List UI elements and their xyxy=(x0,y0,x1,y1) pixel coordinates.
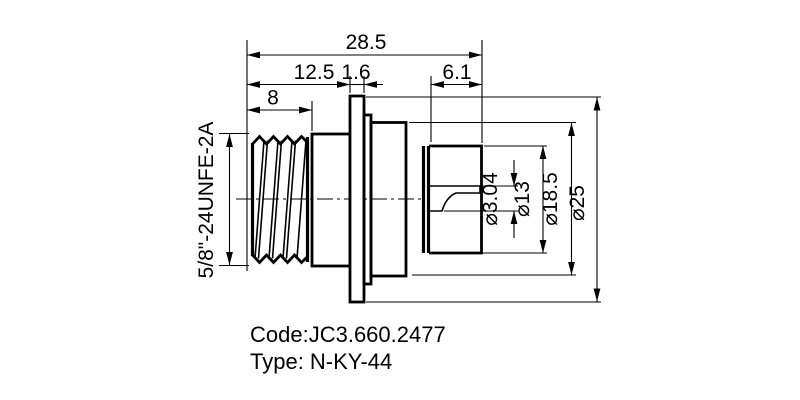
dim-rear-body-diameter: ⌀13 xyxy=(511,181,534,217)
dim-front-to-flange: 12.5 xyxy=(294,61,335,84)
mid-section xyxy=(310,132,352,268)
dim-flange-diameter: ⌀25 xyxy=(566,185,589,221)
rear-tube xyxy=(429,144,483,255)
dim-rear-length: 6.1 xyxy=(442,61,471,84)
type-text: Type: N-KY-44 xyxy=(250,349,392,374)
dimension-lines-right xyxy=(366,96,601,303)
dimension-lines-top xyxy=(246,40,483,271)
dimension-thread xyxy=(219,132,249,267)
dim-overall-length: 28.5 xyxy=(346,31,387,54)
dim-contact-diameter: ⌀3.04 xyxy=(479,172,502,226)
thread-crest-top xyxy=(251,134,308,147)
thread-crest-bottom xyxy=(251,252,308,265)
dim-thread-spec: 5/8"-24UNFE-2A xyxy=(195,122,218,279)
center-contact xyxy=(429,185,481,212)
thread-helix-lines xyxy=(254,140,307,259)
dim-body-diameter: ⌀18.5 xyxy=(539,172,562,226)
flange xyxy=(348,94,366,304)
main-body xyxy=(369,121,408,278)
code-text: Code:JC3.660.2477 xyxy=(250,322,446,347)
dim-flange-thickness: 1.6 xyxy=(341,61,370,84)
dim-thread-length: 8 xyxy=(267,87,279,110)
